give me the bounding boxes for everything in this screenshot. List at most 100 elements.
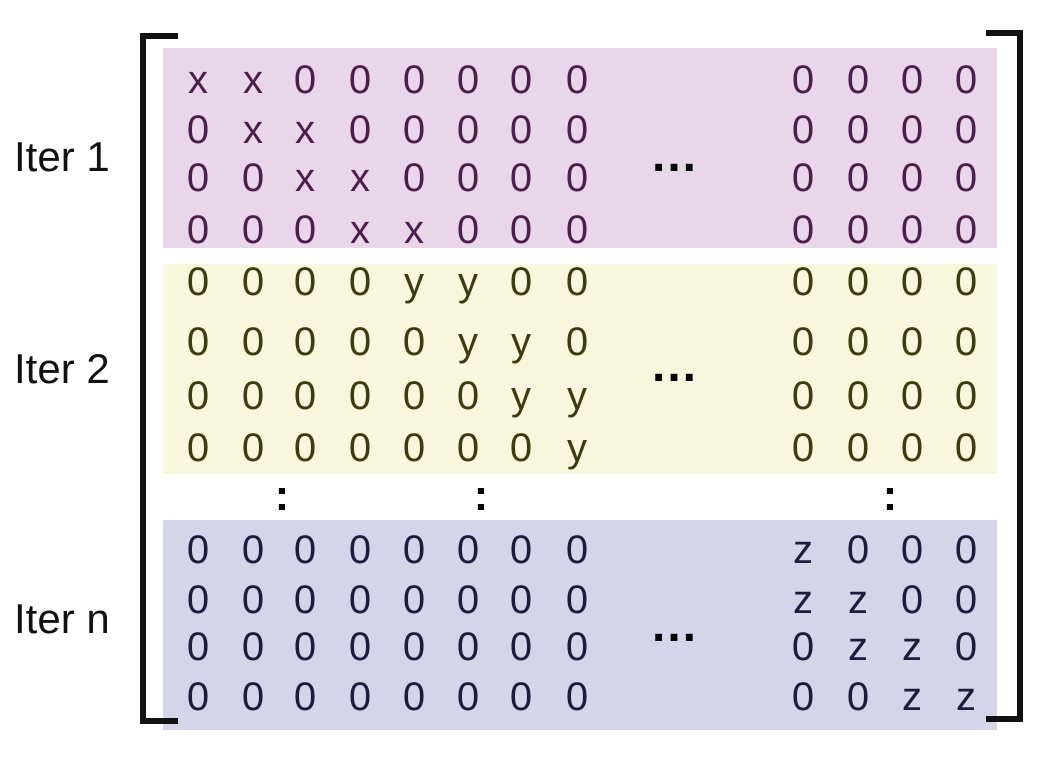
iter-2-label: Iter 2 xyxy=(14,345,110,392)
matrix-cell: 0 xyxy=(791,320,815,364)
matrix-cell: 0 xyxy=(241,675,265,719)
matrix-cell: z xyxy=(902,675,922,719)
matrix-cell: 0 xyxy=(565,58,589,102)
matrix-cell: 0 xyxy=(186,426,210,470)
matrix-cell: 0 xyxy=(348,578,372,622)
matrix-cell: 0 xyxy=(402,578,426,622)
matrix-cell: 0 xyxy=(348,108,372,152)
matrix-cell: 0 xyxy=(565,320,589,364)
matrix-cell: 0 xyxy=(509,528,533,572)
matrix-cell: 0 xyxy=(509,156,533,200)
matrix-cell: x xyxy=(350,156,370,200)
matrix-cell: 0 xyxy=(456,675,480,719)
matrix-cell: 0 xyxy=(954,528,978,572)
matrix-cell: x xyxy=(295,108,315,152)
matrix-cell: 0 xyxy=(954,208,978,252)
matrix-cell: y xyxy=(567,426,587,470)
matrix-cell: 0 xyxy=(791,156,815,200)
matrix-cell: 0 xyxy=(456,625,480,669)
matrix-cell: 0 xyxy=(348,625,372,669)
matrix-cell: 0 xyxy=(186,374,210,418)
matrix-cell: 0 xyxy=(954,374,978,418)
matrix-cell: 0 xyxy=(900,260,924,304)
matrix-cell: 0 xyxy=(186,625,210,669)
matrix-cell: 0 xyxy=(565,156,589,200)
iter-1-band xyxy=(163,48,997,248)
matrix-cell: 0 xyxy=(293,374,317,418)
matrix-cell: 0 xyxy=(846,528,870,572)
matrix-cell: z xyxy=(793,528,813,572)
matrix-cell: 0 xyxy=(402,156,426,200)
matrix-cell: 0 xyxy=(954,426,978,470)
matrix-cell: 0 xyxy=(402,58,426,102)
matrix-cell: 0 xyxy=(846,426,870,470)
matrix-cell: 0 xyxy=(791,426,815,470)
matrix-cell: y xyxy=(458,320,478,364)
matrix-cell: 0 xyxy=(791,208,815,252)
matrix-cell: z xyxy=(848,625,868,669)
matrix-cell: y xyxy=(511,320,531,364)
matrix-cell: 0 xyxy=(954,625,978,669)
matrix-cell: 0 xyxy=(348,426,372,470)
vertical-ellipsis-right: : xyxy=(882,471,898,520)
matrix-cell: 0 xyxy=(348,260,372,304)
matrix-cell: 0 xyxy=(954,578,978,622)
matrix-cell: 0 xyxy=(565,578,589,622)
matrix-cell: 0 xyxy=(900,578,924,622)
matrix-cell: y xyxy=(511,374,531,418)
matrix-cell: 0 xyxy=(846,58,870,102)
matrix-cell: 0 xyxy=(348,320,372,364)
iter-n-label: Iter n xyxy=(14,595,110,642)
matrix-cell: 0 xyxy=(293,578,317,622)
right-bracket xyxy=(986,30,1023,722)
matrix-cell: 0 xyxy=(241,578,265,622)
ellipsis-iter-2: ... xyxy=(652,339,699,392)
matrix-cell: 0 xyxy=(954,108,978,152)
matrix-cell: 0 xyxy=(348,675,372,719)
matrix-cell: 0 xyxy=(791,625,815,669)
iter-n-band xyxy=(163,520,997,730)
matrix-cell: 0 xyxy=(293,320,317,364)
matrix-cell: 0 xyxy=(509,208,533,252)
matrix-cell: 0 xyxy=(791,58,815,102)
matrix-cell: 0 xyxy=(293,58,317,102)
matrix-cell: 0 xyxy=(293,260,317,304)
matrix-cell: x xyxy=(188,58,208,102)
ellipsis-iter-n: ... xyxy=(652,599,699,652)
matrix-cell: 0 xyxy=(186,578,210,622)
matrix-cell: 0 xyxy=(456,108,480,152)
matrix-cell: 0 xyxy=(846,108,870,152)
matrix-cell: 0 xyxy=(509,578,533,622)
matrix-cell: 0 xyxy=(186,320,210,364)
matrix-cell: x xyxy=(350,208,370,252)
vertical-ellipsis-middle: : xyxy=(473,471,489,520)
matrix-cell: 0 xyxy=(846,374,870,418)
matrix-cell: 0 xyxy=(456,528,480,572)
matrix-cell: 0 xyxy=(509,675,533,719)
matrix-cell: 0 xyxy=(456,578,480,622)
matrix-cell: 0 xyxy=(456,58,480,102)
matrix-cell: 0 xyxy=(241,528,265,572)
matrix-cell: z xyxy=(793,578,813,622)
matrix-cell: 0 xyxy=(241,208,265,252)
matrix-cell: 0 xyxy=(186,156,210,200)
matrix-cell: 0 xyxy=(293,625,317,669)
matrix-cell: 0 xyxy=(348,528,372,572)
matrix-cell: 0 xyxy=(565,625,589,669)
matrix-cell: z xyxy=(848,578,868,622)
matrix-cell: 0 xyxy=(900,208,924,252)
matrix-cell: 0 xyxy=(900,320,924,364)
matrix-cell: 0 xyxy=(241,374,265,418)
matrix-cell: 0 xyxy=(509,108,533,152)
matrix-cell: 0 xyxy=(293,426,317,470)
matrix-cell: 0 xyxy=(402,675,426,719)
matrix-cell: 0 xyxy=(186,108,210,152)
left-bracket xyxy=(140,33,178,724)
matrix-cell: 0 xyxy=(846,208,870,252)
iter-1-label: Iter 1 xyxy=(14,133,110,180)
matrix-cell: 0 xyxy=(456,374,480,418)
matrix-cell: 0 xyxy=(900,374,924,418)
matrix-cell: x xyxy=(404,208,424,252)
matrix-cell: 0 xyxy=(241,625,265,669)
matrix-cell: 0 xyxy=(900,426,924,470)
